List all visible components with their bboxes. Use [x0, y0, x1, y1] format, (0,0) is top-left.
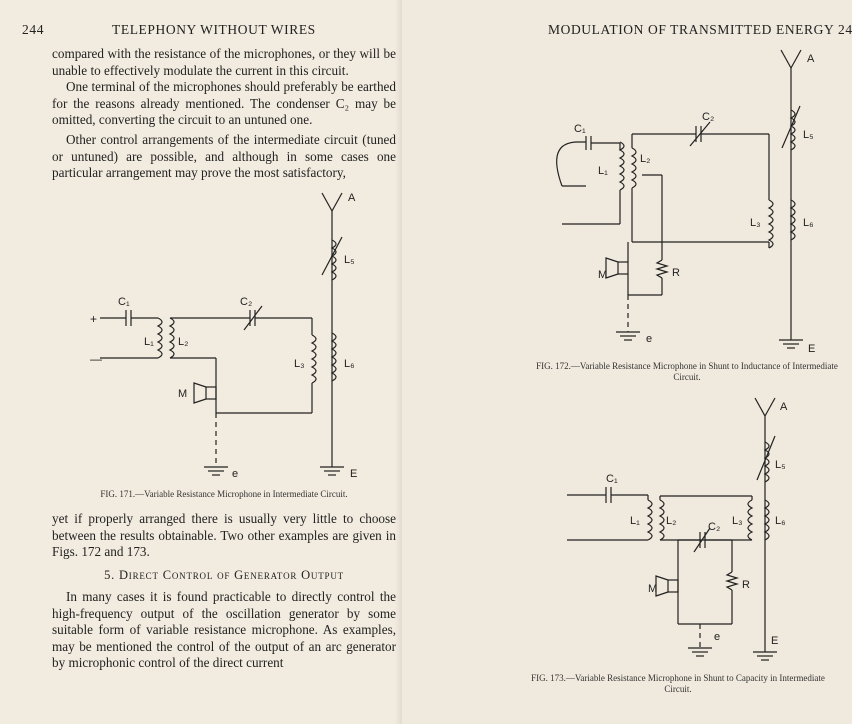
label-plus: +: [90, 312, 97, 326]
label-L2: L₂: [666, 515, 676, 527]
label-L6: L₆: [775, 515, 786, 527]
label-C1: C₁: [574, 123, 586, 135]
paragraph: One terminal of the microphones should p…: [52, 79, 396, 127]
label-L3: L₃: [750, 217, 761, 229]
figure-caption: FIG. 173.—Variable Resistance Microphone…: [531, 673, 825, 694]
label-e: e: [232, 468, 238, 480]
label-L2: L₂: [178, 336, 188, 348]
paragraph: compared with the resistance of the micr…: [52, 46, 396, 78]
label-R: R: [742, 579, 750, 591]
label-C2: C₂: [702, 111, 714, 123]
label-minus: —: [90, 352, 102, 366]
figure-caption: FIG. 171.—Variable Resistance Microphone…: [100, 489, 348, 499]
label-E: E: [350, 468, 357, 480]
label-M: M: [648, 583, 657, 595]
label-L6: L₆: [803, 217, 814, 229]
running-title: TELEPHONY WITHOUT WIRES: [112, 22, 316, 37]
label-C1: C₁: [118, 296, 130, 308]
label-C2: C₂: [240, 296, 252, 308]
paragraph: In many cases it is found practicable to…: [52, 589, 396, 670]
running-title: MODULATION OF TRANSMITTED ENERGY: [548, 22, 835, 37]
label-L1: L₁: [630, 515, 640, 527]
page-number: 24: [838, 22, 852, 37]
label-e: e: [714, 631, 720, 643]
label-A: A: [807, 53, 815, 65]
figure-172-diagram: A L₅ C₁ C₂ L₁ L₂ L₃ L₆ M R e E: [556, 49, 815, 355]
label-A: A: [348, 192, 356, 204]
label-C2: C₂: [708, 521, 720, 533]
section-heading: 5. Direct Control of Generator Output: [104, 568, 344, 582]
paragraph: Other control arrangements of the interm…: [52, 132, 396, 180]
label-L3: L₃: [732, 515, 743, 527]
label-E: E: [771, 635, 778, 647]
label-L3: L₃: [294, 358, 305, 370]
page-number: 244: [22, 22, 45, 37]
label-A: A: [780, 401, 788, 413]
figure-171-diagram: A L₅ C₁ C₂ L₁ L₂ L₃ L₆ + — M e E: [90, 192, 357, 480]
label-L6: L₆: [344, 358, 355, 370]
label-M: M: [178, 388, 187, 400]
figure-173-diagram: A L₅ C₁ L₁ L₂ L₃ L₆ C₂ M R e E: [567, 397, 788, 661]
label-L5: L₅: [344, 254, 355, 266]
left-page: 244 TELEPHONY WITHOUT WIRES compared wit…: [0, 0, 402, 724]
label-e: e: [646, 333, 652, 345]
right-page: MODULATION OF TRANSMITTED ENERGY 24: [402, 0, 852, 724]
label-E: E: [808, 343, 815, 355]
label-L5: L₅: [803, 129, 814, 141]
paragraph: yet if properly arranged there is usuall…: [52, 511, 396, 559]
figure-caption: FIG. 172.—Variable Resistance Microphone…: [536, 361, 838, 382]
label-L1: L₁: [144, 336, 154, 348]
label-L1: L₁: [598, 165, 608, 177]
label-C1: C₁: [606, 473, 618, 485]
label-R: R: [672, 267, 680, 279]
label-L5: L₅: [775, 459, 786, 471]
label-L2: L₂: [640, 153, 650, 165]
label-M: M: [598, 269, 607, 281]
